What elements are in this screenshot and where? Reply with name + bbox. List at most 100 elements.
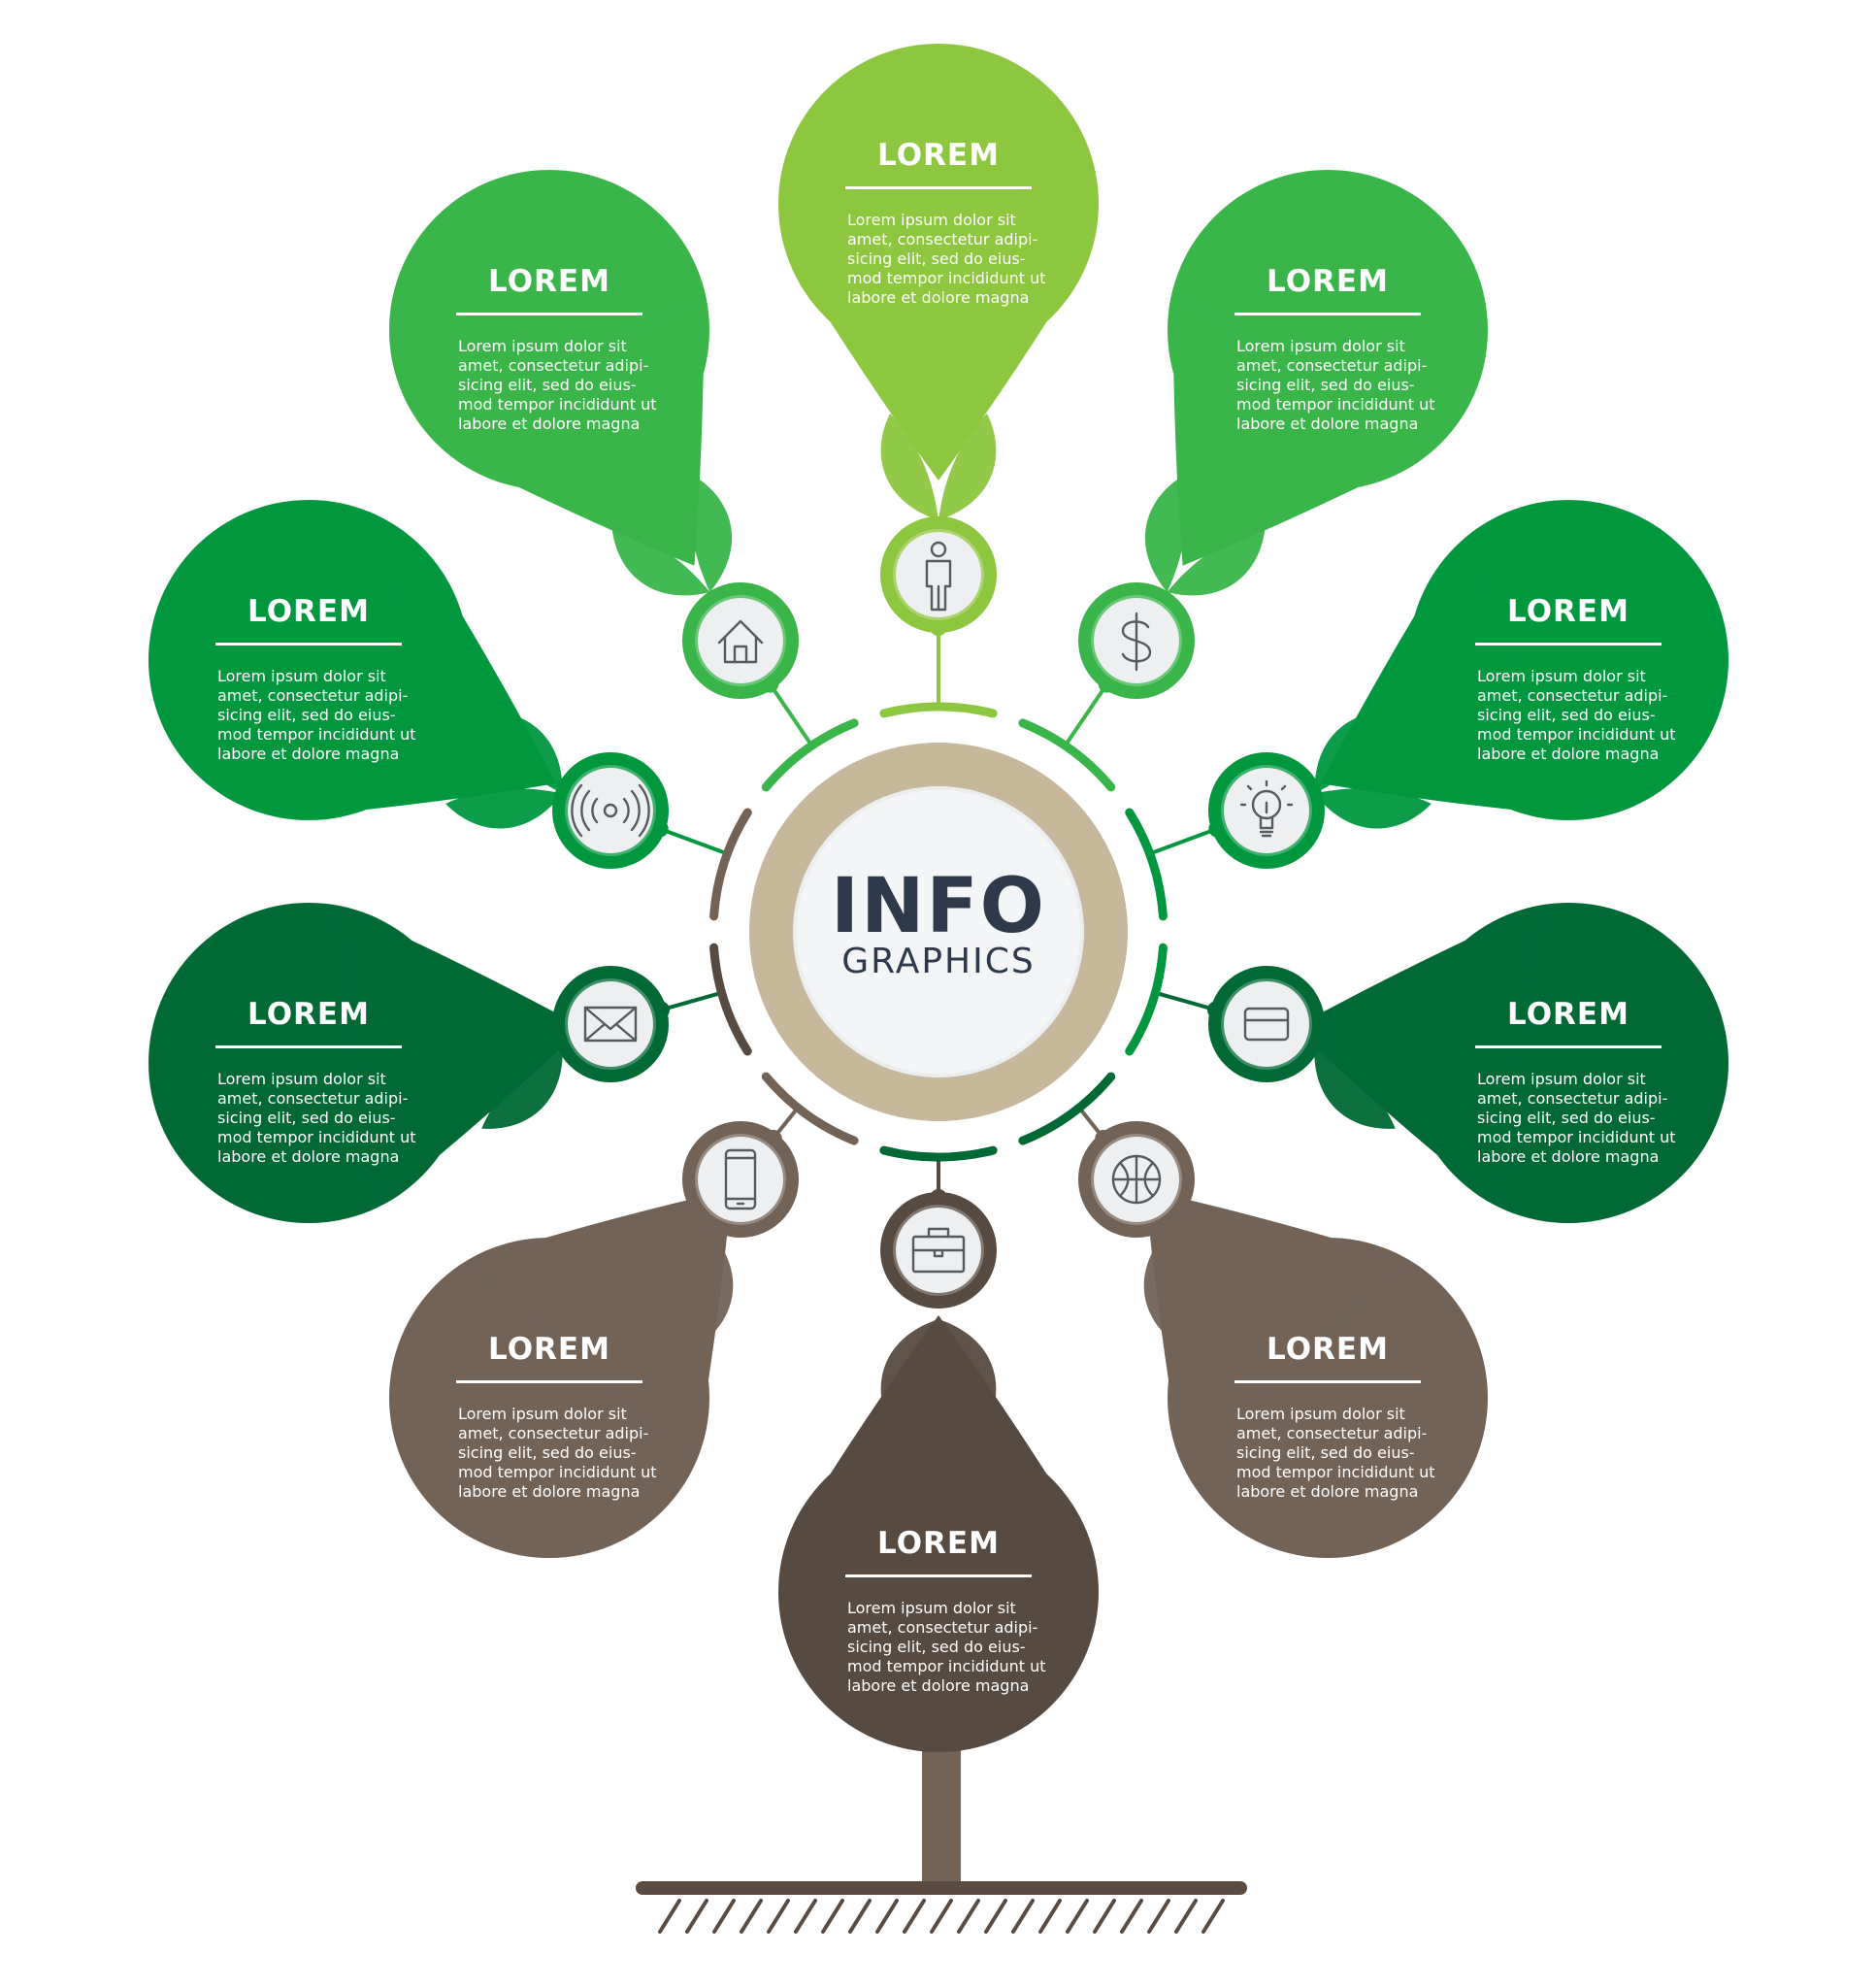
card-body-line: amet, consectetur adipi-: [847, 230, 1037, 248]
title-underline: [845, 186, 1032, 189]
card-body-line: sicing elit, sed do eius-: [847, 249, 1026, 268]
card-bubble-point: [1172, 290, 1432, 566]
envelope-icon: [583, 1006, 638, 1043]
title-underline: [1475, 643, 1662, 646]
icon-disc: [896, 532, 981, 617]
card-icon: [1243, 1007, 1290, 1042]
trunk: [922, 1728, 961, 1893]
card-body-line: labore et dolore magna: [1477, 745, 1659, 763]
ground-hatch: [658, 1899, 1225, 1934]
card-body-line: labore et dolore magna: [1477, 1147, 1659, 1166]
card-body-line: mod tempor incididunt ut: [458, 395, 657, 414]
leaf-pair: [880, 414, 997, 520]
card-bubble-point: [1294, 906, 1540, 1209]
card-body-line: sicing elit, sed do eius-: [217, 706, 396, 724]
icon-disc: [1224, 981, 1309, 1067]
card-body-line: mod tempor incididunt ut: [1477, 725, 1676, 744]
card-body-line: amet, consectetur adipi-: [1477, 686, 1667, 705]
card-title: LOREM: [877, 138, 1000, 173]
title-underline: [1475, 1045, 1662, 1048]
card-title: LOREM: [1507, 997, 1629, 1032]
card-body-line: Lorem ipsum dolor sit: [1477, 1070, 1646, 1088]
card-body-line: labore et dolore magna: [217, 745, 399, 763]
lightbulb-icon: [1239, 779, 1294, 838]
card-body-line: sicing elit, sed do eius-: [1477, 1109, 1656, 1127]
card-body-line: Lorem ipsum dolor sit: [217, 1070, 386, 1088]
card-bubble-point: [466, 1189, 732, 1463]
ground-line: [636, 1881, 1247, 1895]
card-body-line: sicing elit, sed do eius-: [217, 1109, 396, 1127]
card-body-line: labore et dolore magna: [458, 414, 640, 433]
card-body-line: Lorem ipsum dolor sit: [217, 667, 386, 685]
card-body-line: sicing elit, sed do eius-: [458, 376, 637, 394]
card-body-line: sicing elit, sed do eius-: [1477, 706, 1656, 724]
title-underline: [845, 1574, 1032, 1577]
title-underline: [456, 1380, 642, 1383]
card-title: LOREM: [488, 264, 610, 299]
icon-disc: [568, 768, 653, 853]
card-body-line: mod tempor incididunt ut: [1236, 1463, 1435, 1481]
card-body-line: Lorem ipsum dolor sit: [1236, 1405, 1405, 1423]
center-ring: [709, 702, 1168, 1162]
card-body-line: Lorem ipsum dolor sit: [458, 337, 627, 355]
card-body-line: sicing elit, sed do eius-: [458, 1443, 637, 1462]
card-body-line: Lorem ipsum dolor sit: [847, 211, 1016, 229]
title-underline: [456, 313, 642, 315]
title-underline: [1234, 1380, 1421, 1383]
card-bubble-point: [786, 1315, 1091, 1544]
dollar-icon: [1121, 612, 1152, 672]
card-body-line: mod tempor incididunt ut: [217, 1128, 416, 1146]
title-underline: [215, 643, 402, 646]
card-body-line: labore et dolore magna: [217, 1147, 399, 1166]
card-body-line: Lorem ipsum dolor sit: [1477, 667, 1646, 685]
card-body-line: labore et dolore magna: [1236, 1482, 1418, 1501]
card-body-line: mod tempor incididunt ut: [847, 1657, 1046, 1675]
card-body-line: amet, consectetur adipi-: [458, 356, 648, 375]
card-body-line: amet, consectetur adipi-: [847, 1618, 1037, 1637]
title-underline: [215, 1045, 402, 1048]
connector-line: [767, 680, 811, 744]
card-body-line: amet, consectetur adipi-: [458, 1424, 648, 1442]
card-title: LOREM: [1267, 264, 1389, 299]
card-title: LOREM: [1267, 1332, 1389, 1367]
card-bubble-point: [444, 290, 705, 566]
card-body-line: mod tempor incididunt ut: [1236, 395, 1435, 414]
leaf-pair: [1144, 476, 1266, 596]
leaf-pair: [611, 476, 733, 596]
card-body-line: sicing elit, sed do eius-: [1236, 376, 1415, 394]
card-body-line: amet, consectetur adipi-: [1477, 1089, 1667, 1108]
card-bubble-point: [786, 251, 1091, 480]
card-body-line: amet, consectetur adipi-: [217, 1089, 408, 1108]
card-body-line: labore et dolore magna: [458, 1482, 640, 1501]
card-body-line: labore et dolore magna: [1236, 414, 1418, 433]
card-body-line: Lorem ipsum dolor sit: [458, 1405, 627, 1423]
card-body-line: mod tempor incididunt ut: [847, 269, 1046, 287]
card-body-line: mod tempor incididunt ut: [1477, 1128, 1676, 1146]
card-title: LOREM: [247, 594, 370, 629]
card-body-line: labore et dolore magna: [847, 1676, 1029, 1695]
smartphone-icon: [724, 1148, 757, 1210]
card-title: LOREM: [877, 1526, 1000, 1561]
icon-disc: [698, 1137, 783, 1222]
card-bubble-point: [337, 906, 583, 1209]
card-bubble-point: [1320, 545, 1594, 818]
home-icon: [717, 619, 764, 664]
card-body-line: labore et dolore magna: [847, 288, 1029, 307]
center-title: INFO: [831, 863, 1046, 950]
card-body-line: amet, consectetur adipi-: [1236, 356, 1427, 375]
center-subtitle: GRAPHICS: [841, 942, 1035, 981]
connector-line: [657, 826, 725, 855]
title-underline: [1234, 313, 1421, 315]
card-bubble-point: [1145, 1189, 1411, 1463]
basketball-icon: [1111, 1154, 1162, 1205]
